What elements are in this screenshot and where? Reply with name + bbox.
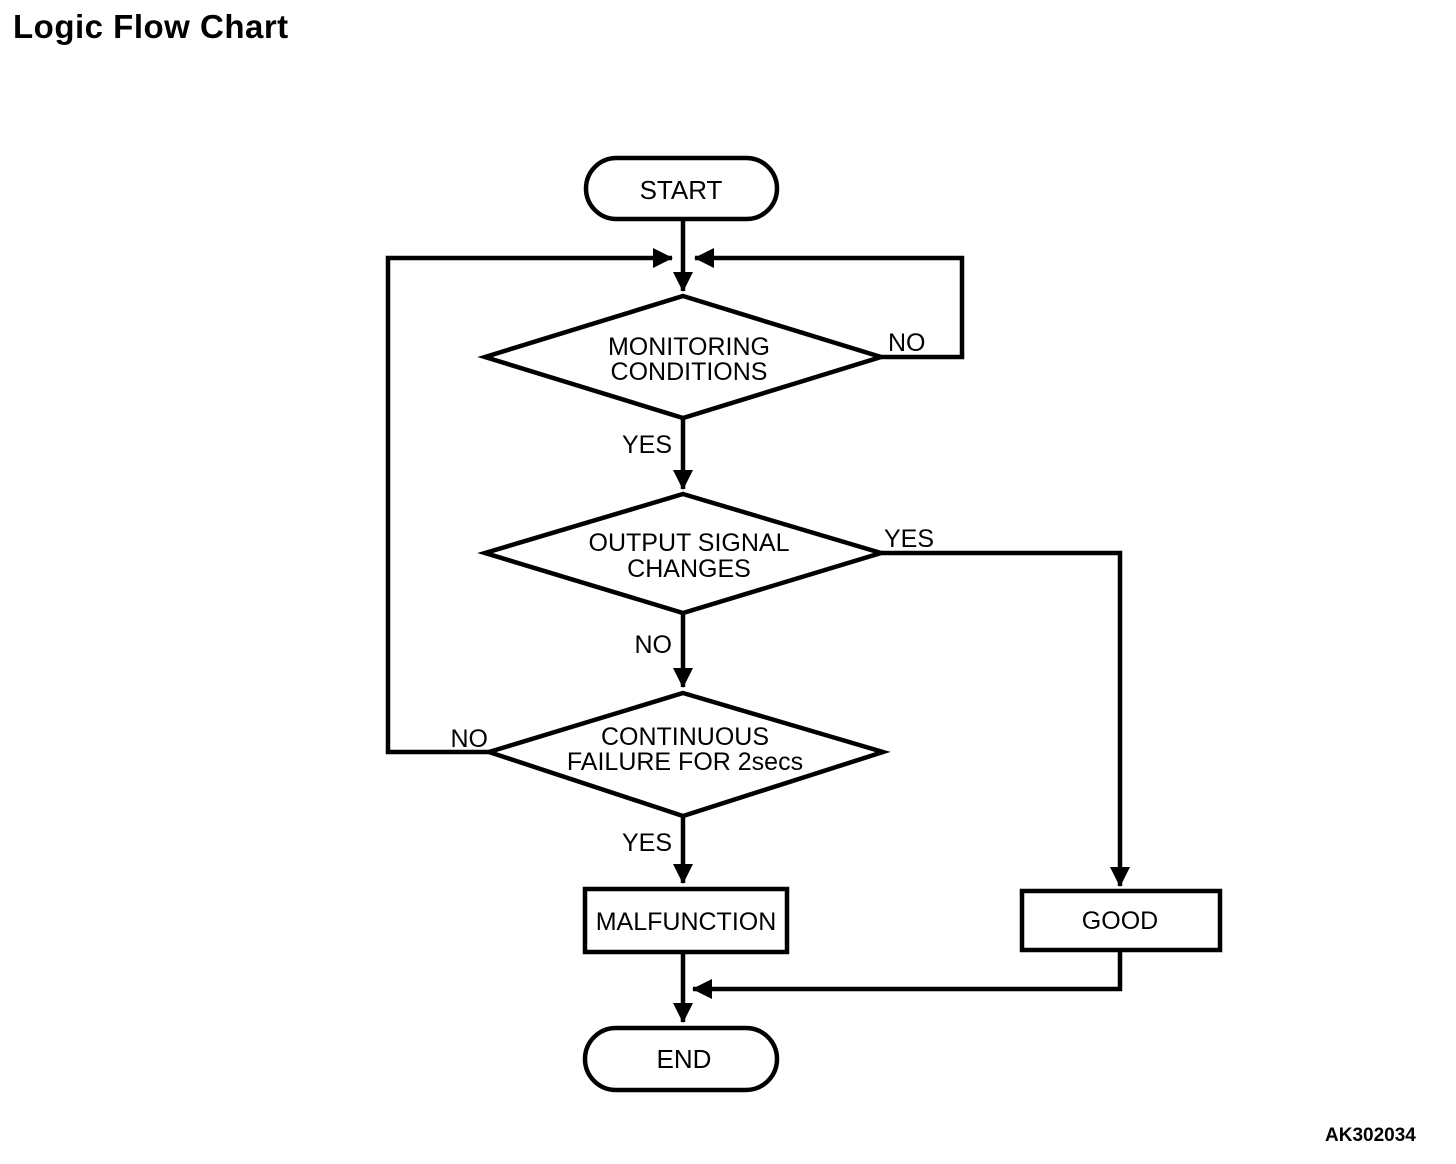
edge-label-continuous-yes: YES [622, 829, 672, 857]
output-signal-changes-label-line2: CHANGES [627, 555, 751, 583]
good-label: GOOD [1082, 907, 1158, 935]
edge-label-output-yes: YES [884, 525, 934, 553]
node-continuous-failure: CONTINUOUS FAILURE FOR 2secs [481, 690, 891, 819]
edge-label-monitoring-no: NO [888, 329, 926, 357]
monitoring-conditions-label-line2: CONDITIONS [611, 358, 768, 386]
continuous-failure-label-line2: FAILURE FOR 2secs [567, 748, 803, 776]
monitoring-conditions-label-line1: MONITORING [608, 333, 770, 361]
malfunction-label: MALFUNCTION [596, 908, 777, 936]
edge-monitoring-no-loop [693, 247, 965, 360]
edge-good-merge [691, 950, 1123, 1000]
edge-continuous-no-loop [385, 247, 674, 755]
node-end: END [582, 1025, 780, 1093]
figure-code: AK302034 [1325, 1125, 1416, 1146]
flow-connectors [385, 219, 1131, 1024]
output-signal-changes-diamond [477, 491, 889, 616]
start-terminator-shape [583, 155, 780, 222]
node-start: START [583, 155, 780, 222]
node-output-signal-changes: OUTPUT SIGNAL CHANGES [477, 491, 889, 616]
continuous-failure-diamond [481, 690, 891, 819]
end-terminator-shape [582, 1025, 780, 1093]
start-label: START [640, 175, 723, 205]
good-box [1019, 888, 1223, 953]
node-good: GOOD [1019, 888, 1223, 953]
monitoring-conditions-diamond [477, 293, 889, 421]
continuous-failure-label-line1: CONTINUOUS [601, 723, 769, 751]
malfunction-box [582, 886, 790, 955]
edge-label-continuous-no: NO [451, 725, 489, 753]
edge-labels: NO YES YES NO NO YES [451, 329, 935, 857]
node-monitoring-conditions: MONITORING CONDITIONS [477, 293, 889, 421]
edge-label-output-no: NO [635, 631, 673, 659]
end-label: END [657, 1044, 712, 1074]
page-title: Logic Flow Chart [13, 8, 289, 45]
edge-output-yes-to-good [881, 550, 1131, 888]
edge-label-monitoring-yes: YES [622, 431, 672, 459]
node-malfunction: MALFUNCTION [582, 886, 790, 955]
output-signal-changes-label-line1: OUTPUT SIGNAL [589, 529, 790, 557]
